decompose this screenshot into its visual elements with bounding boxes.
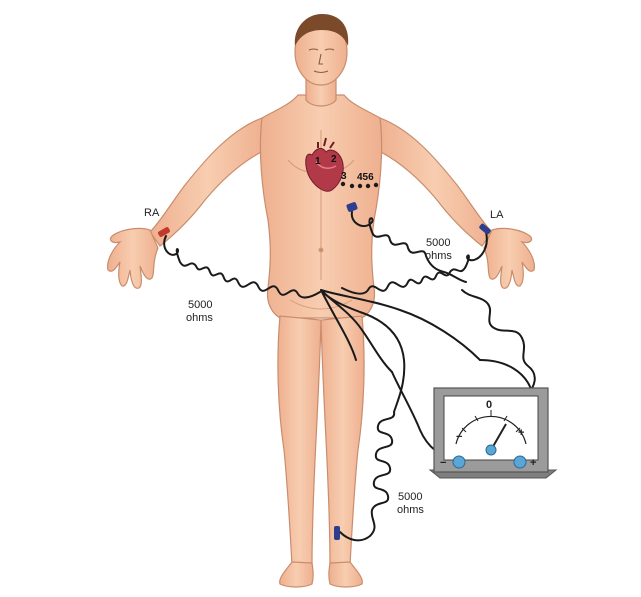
meter-minus-scale: − <box>456 431 462 443</box>
left-hand <box>484 228 534 288</box>
right-leg <box>278 316 321 566</box>
meter-plus-terminal-label: + <box>530 457 536 469</box>
left-arm-resistance-value: 5000 <box>426 237 450 249</box>
heart-number-2: 2 <box>331 154 337 165</box>
meter-plus-scale: + <box>518 427 524 439</box>
left-arm-resistance-unit: ohms <box>425 250 452 262</box>
right-foot <box>280 562 313 587</box>
meter-minus-terminal-label: − <box>440 457 446 469</box>
heart-number-3: 3 <box>341 171 347 182</box>
left-leg <box>321 316 364 566</box>
ra-label: RA <box>144 207 160 219</box>
left-arm <box>377 118 492 246</box>
chest-lead-numbers: 456 <box>357 172 374 183</box>
la-label: LA <box>490 209 504 221</box>
human-figure <box>108 19 535 587</box>
meter-zero-label: 0 <box>486 399 492 411</box>
leg-resistance-value: 5000 <box>398 491 422 503</box>
leg-electrode <box>334 526 340 540</box>
right-hand <box>108 228 158 288</box>
plus-terminal <box>514 456 526 468</box>
right-arm-resistance-value: 5000 <box>188 299 212 311</box>
minus-terminal <box>453 456 465 468</box>
leg-resistance-unit: ohms <box>397 504 424 516</box>
heart-number-1: 1 <box>315 156 321 167</box>
galvanometer <box>430 388 556 478</box>
right-arm-resistance-unit: ohms <box>186 312 213 324</box>
left-foot <box>329 562 362 587</box>
right-arm <box>150 118 265 246</box>
